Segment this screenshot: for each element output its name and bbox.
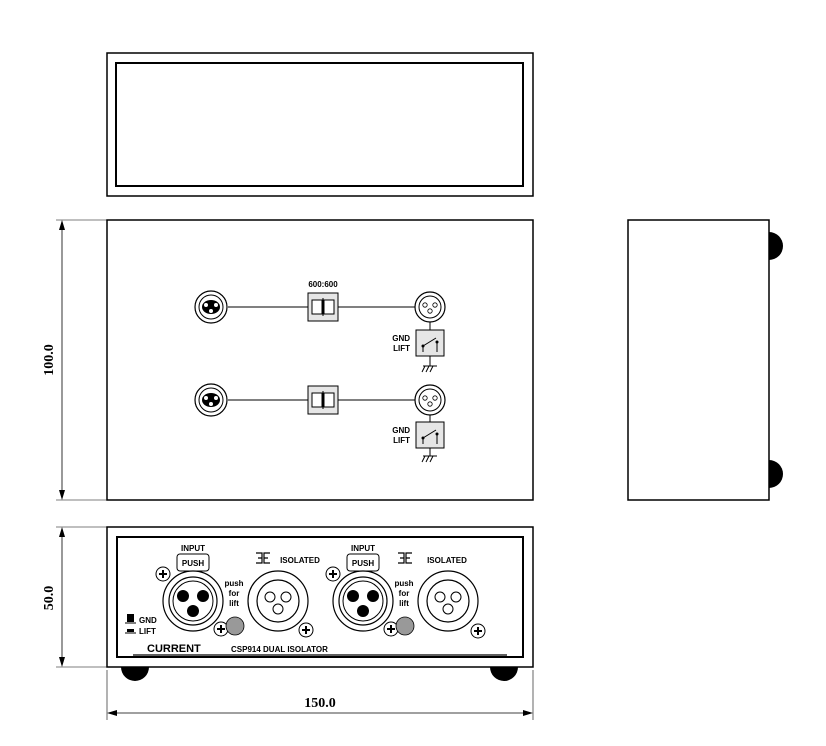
xlr-input-connector-icon xyxy=(162,570,224,632)
xlr-output-connector-icon xyxy=(417,570,479,632)
transformer-ratio-label: 600:600 xyxy=(308,280,338,289)
foot-icon xyxy=(490,667,518,681)
transformer-icon xyxy=(307,385,339,415)
screw-icon xyxy=(298,622,314,638)
lift-label: LIFT xyxy=(393,344,410,353)
xlr-female-icon xyxy=(414,291,446,323)
push-for-lift-line1: push xyxy=(394,579,413,588)
push-for-lift-line2: for xyxy=(399,589,410,598)
foot-icon xyxy=(769,460,783,488)
height-dimension-front: 100.0 xyxy=(42,219,107,501)
transformer-icon xyxy=(307,292,339,322)
gnd-label: GND xyxy=(392,426,410,435)
lift-label: LIFT xyxy=(393,436,410,445)
height-dimension-label: 100.0 xyxy=(42,344,57,376)
xlr-male-icon xyxy=(194,383,228,417)
channel-2-signal-path: GND LIFT xyxy=(194,383,446,463)
screw-icon xyxy=(383,621,399,637)
height-dimension-rear: 50.0 xyxy=(42,526,107,668)
ground-icon xyxy=(421,448,437,463)
ground-icon xyxy=(421,356,437,373)
front-view: 600:600 GND LIFT xyxy=(106,219,534,501)
rear-channel-1: INPUT PUSH push for lift xyxy=(155,544,320,638)
side-view xyxy=(627,219,783,501)
xlr-input-connector-icon xyxy=(332,570,394,632)
channel-1-signal-path: 600:600 GND LIFT xyxy=(194,280,446,373)
top-view xyxy=(106,52,534,197)
brand-label: CURRENT xyxy=(147,643,201,655)
push-for-lift-line2: for xyxy=(229,589,240,598)
screw-icon xyxy=(213,621,229,637)
push-for-lift-line1: push xyxy=(224,579,243,588)
input-label: INPUT xyxy=(351,544,375,553)
screw-icon xyxy=(325,566,341,582)
xlr-male-icon xyxy=(194,290,228,324)
xlr-output-connector-icon xyxy=(247,570,309,632)
input-label: INPUT xyxy=(181,544,205,553)
push-label: PUSH xyxy=(352,559,374,568)
xlr-female-icon xyxy=(414,384,446,416)
foot-icon xyxy=(769,232,783,260)
screw-icon xyxy=(470,623,486,639)
gnd-lift-switch-icon xyxy=(415,421,445,449)
transformer-logo-icon xyxy=(398,552,412,564)
isolated-label: ISOLATED xyxy=(427,556,467,565)
gnd-lift-switch-icon xyxy=(415,329,445,357)
lift-button[interactable] xyxy=(225,616,245,636)
push-for-lift-line3: lift xyxy=(399,599,409,608)
foot-icon xyxy=(121,667,149,681)
push-for-lift-line3: lift xyxy=(229,599,239,608)
transformer-logo-icon xyxy=(256,552,270,564)
rear-view: GND LIFT INPUT PUSH xyxy=(106,526,534,681)
legend-gnd-label: GND xyxy=(139,616,157,625)
legend-lift-label: LIFT xyxy=(139,627,156,636)
screw-icon xyxy=(155,566,171,582)
gnd-lift-legend: GND LIFT xyxy=(125,614,157,636)
rear-channel-2: INPUT PUSH push for lift xyxy=(325,544,486,639)
isolated-label: ISOLATED xyxy=(280,556,320,565)
width-dimension: 150.0 xyxy=(106,670,534,720)
rear-height-dimension-label: 50.0 xyxy=(42,586,57,611)
gnd-label: GND xyxy=(392,334,410,343)
push-label: PUSH xyxy=(182,559,204,568)
lift-button[interactable] xyxy=(395,616,415,636)
model-label: CSP914 DUAL ISOLATOR xyxy=(231,645,328,654)
width-dimension-label: 150.0 xyxy=(304,696,336,711)
